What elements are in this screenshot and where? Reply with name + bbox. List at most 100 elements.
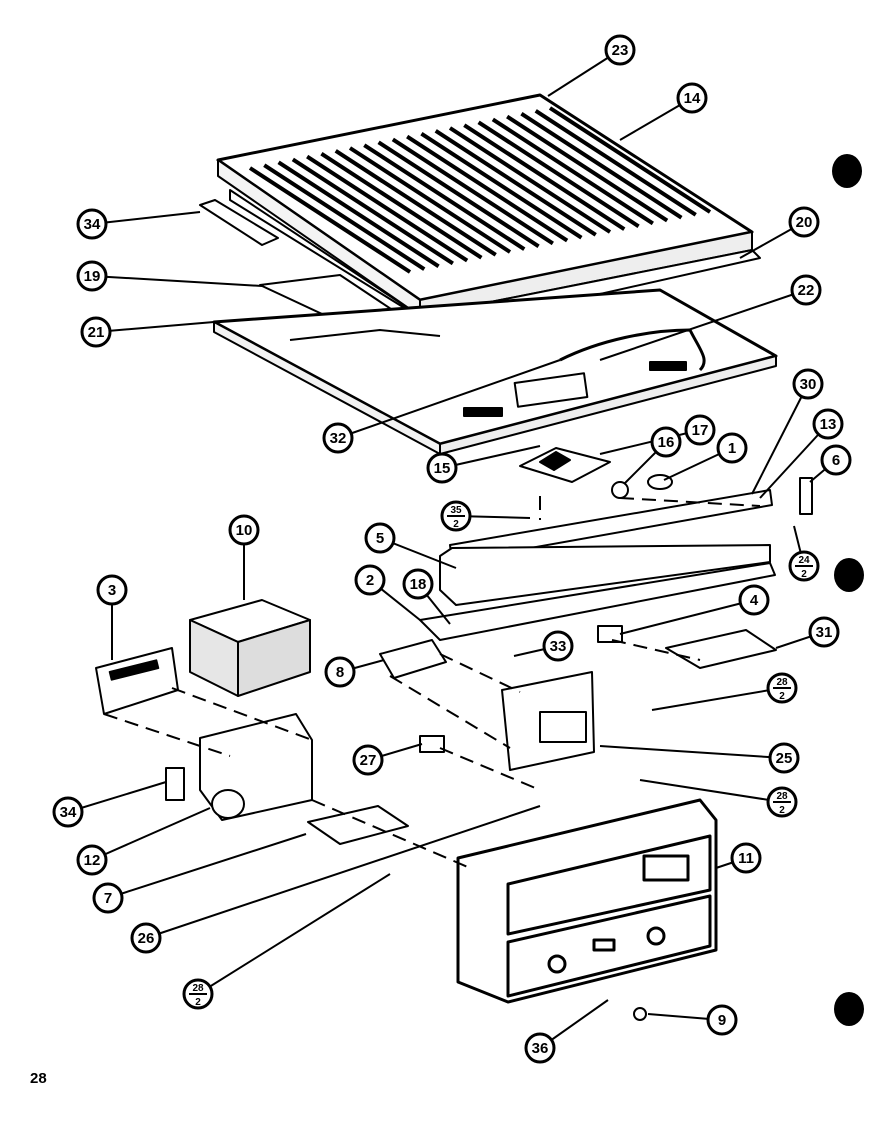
- callout-number: 11: [738, 850, 754, 867]
- callout-number: 33: [550, 638, 567, 655]
- binder-hole: [834, 992, 864, 1026]
- part-clip-lower: [165, 767, 185, 801]
- part-plate: [665, 629, 777, 669]
- grille-bar: [434, 129, 597, 237]
- callout-circle: [352, 744, 384, 776]
- page-number: 28: [30, 1070, 47, 1087]
- callout-circle: [96, 574, 128, 606]
- callout-circle: [716, 432, 748, 464]
- callout-leader: [759, 423, 829, 499]
- callout-number: 1: [728, 440, 736, 457]
- part-control-box: [189, 599, 311, 697]
- grille-bar: [548, 106, 712, 214]
- fraction-denominator: 2: [195, 997, 201, 1008]
- callout-number: 16: [658, 434, 675, 451]
- callout-number: 23: [612, 42, 629, 59]
- callout-number: 30: [800, 376, 817, 393]
- callout-number: 5: [376, 530, 384, 547]
- fraction-numerator: 24: [798, 555, 810, 566]
- callout-leader: [599, 745, 785, 759]
- callout-circle: [324, 656, 356, 688]
- callout-leader: [751, 383, 809, 495]
- callout-number: 32: [330, 430, 347, 447]
- part-switch: [597, 625, 623, 643]
- callout-circle: [542, 630, 574, 662]
- callout-leader: [441, 445, 541, 469]
- callout-number: 34: [84, 216, 101, 233]
- callout-number: 34: [60, 804, 77, 821]
- part-knob: [611, 481, 629, 499]
- callout-number: 17: [692, 422, 709, 439]
- grille-bar: [334, 149, 497, 257]
- binder-hole: [832, 154, 862, 188]
- part-bracket: [199, 199, 279, 246]
- callout-leader: [91, 807, 211, 861]
- grille-bar: [248, 166, 412, 274]
- callout-circle: [228, 514, 260, 546]
- callout-circle: [650, 426, 682, 458]
- callout-number: 27: [360, 752, 377, 769]
- grille-bar: [363, 143, 526, 251]
- callout-number: 18: [410, 576, 427, 593]
- callout-number: 19: [84, 268, 101, 285]
- part-clip: [799, 477, 813, 515]
- callout-circle: [402, 568, 434, 600]
- callout-number: 8: [336, 664, 344, 681]
- callout-number: 21: [88, 324, 105, 341]
- callout-circle: [820, 444, 852, 476]
- callout-circle: [812, 408, 844, 440]
- callout-leader: [145, 805, 541, 939]
- callout-leader: [639, 779, 783, 803]
- callout-leader: [337, 359, 561, 439]
- callout-leader: [91, 275, 263, 287]
- callout-number: 12: [84, 852, 101, 869]
- callout-number: 13: [820, 416, 837, 433]
- grille-bar: [534, 109, 697, 217]
- callout-number: 14: [684, 90, 701, 107]
- grille-bar: [306, 154, 469, 263]
- callout-circle: [76, 844, 108, 876]
- callout-circle: [808, 616, 840, 648]
- part-housing: [501, 671, 595, 771]
- callout-number: 3: [108, 582, 116, 599]
- fraction-denominator: 2: [779, 805, 785, 816]
- callout-number: 2: [366, 572, 374, 589]
- callout-leader: [599, 289, 807, 361]
- grille-bar: [420, 132, 583, 240]
- callout-number: 6: [832, 452, 840, 469]
- part-block: [307, 805, 409, 845]
- callout-circle: [738, 584, 770, 616]
- grille-bar: [348, 146, 512, 254]
- callout-leader: [67, 781, 167, 813]
- fraction-numerator: 35: [450, 505, 462, 516]
- grille-bar: [463, 123, 626, 231]
- callout-number: 9: [718, 1012, 726, 1029]
- grille-bar: [520, 112, 683, 220]
- binder-hole: [834, 558, 864, 592]
- callout-circle: [790, 274, 822, 306]
- callout-circle: [788, 206, 820, 238]
- callout-number: 25: [776, 750, 793, 767]
- grille-bar: [263, 163, 426, 271]
- callout-number: 26: [138, 930, 155, 947]
- callout-circle: [604, 34, 636, 66]
- fraction-denominator: 2: [779, 691, 785, 702]
- part-connector: [419, 735, 445, 753]
- callout-circle: [322, 422, 354, 454]
- part-label-plate: [95, 647, 179, 715]
- callout-circle: [76, 260, 108, 292]
- grille-bar: [391, 137, 554, 246]
- callout-number: 10: [236, 522, 253, 539]
- callout-number: 31: [816, 624, 833, 641]
- grille-bar: [377, 140, 540, 248]
- fraction-numerator: 28: [776, 677, 788, 688]
- part-control-panel: [456, 798, 718, 1004]
- grille-bar: [477, 120, 640, 228]
- grille-bar: [320, 152, 483, 260]
- part-screw: [633, 1007, 647, 1021]
- part-fan-housing: [199, 713, 313, 821]
- callout-leader: [95, 321, 215, 333]
- part-mount-bracket: [379, 639, 447, 679]
- grille-bar: [291, 157, 454, 266]
- callout-leader: [651, 687, 783, 711]
